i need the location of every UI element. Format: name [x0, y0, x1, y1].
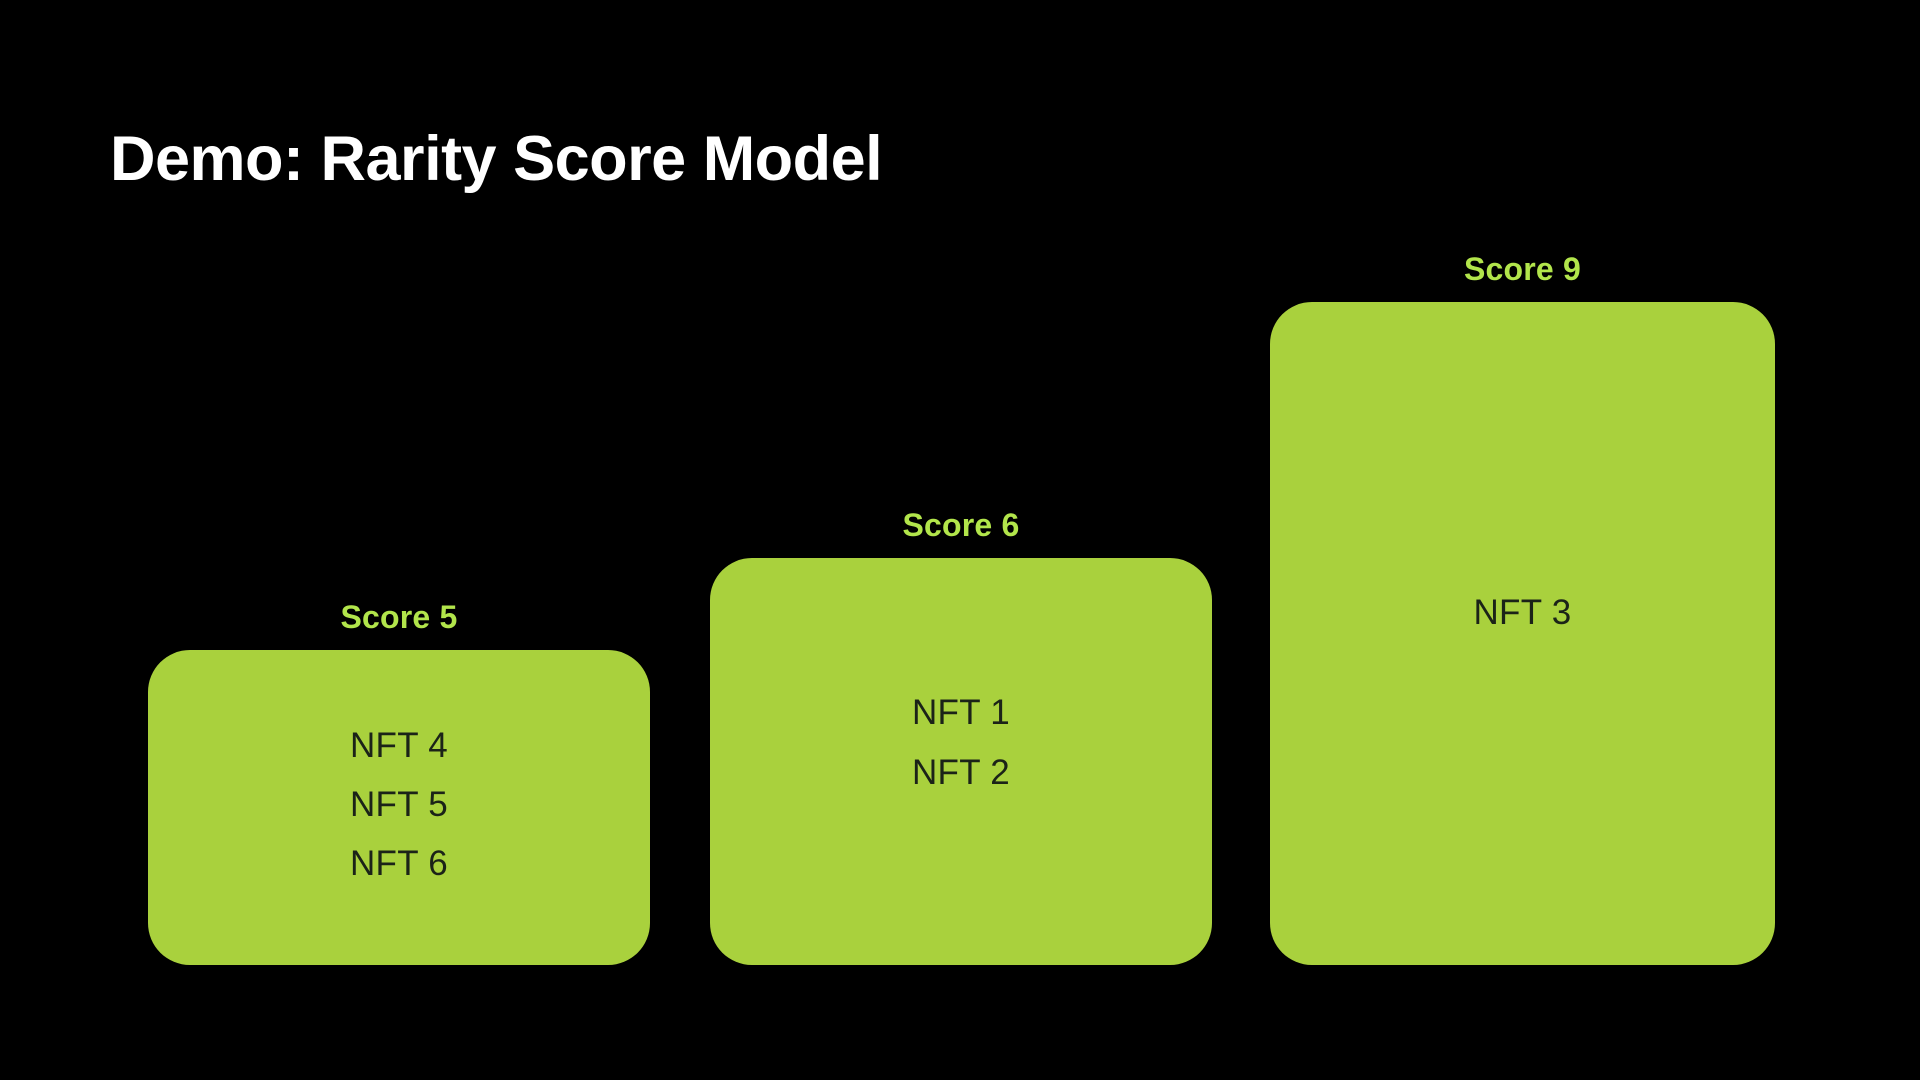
list-item: NFT 6	[349, 844, 449, 884]
bar-group-score-9[interactable]: Score 9 NFT 3	[1270, 251, 1775, 965]
bar-items-score-6: NFT 1 NFT 2	[912, 693, 1010, 791]
list-item: NFT 2	[911, 752, 1011, 792]
bar-label-score-5: Score 5	[340, 599, 458, 635]
bar-score-9[interactable]: NFT 3	[1270, 302, 1775, 965]
bar-items-score-5: NFT 4 NFT 5 NFT 6	[350, 726, 448, 884]
bar-label-score-9: Score 9	[1463, 251, 1582, 287]
list-item: NFT 1	[911, 693, 1011, 733]
list-item: NFT 5	[349, 784, 449, 824]
bar-score-5[interactable]: NFT 4 NFT 5 NFT 6	[148, 650, 650, 965]
page-title: Demo: Rarity Score Model	[110, 124, 883, 195]
bar-score-6[interactable]: NFT 1 NFT 2	[710, 558, 1212, 965]
bar-items-score-9: NFT 3	[1473, 593, 1571, 632]
bar-group-score-5[interactable]: Score 5 NFT 4 NFT 5 NFT 6	[148, 599, 650, 965]
bar-label-score-6: Score 6	[902, 507, 1020, 543]
list-item: NFT 4	[349, 725, 449, 765]
list-item: NFT 3	[1473, 592, 1572, 632]
bar-group-score-6[interactable]: Score 6 NFT 1 NFT 2	[710, 507, 1212, 965]
